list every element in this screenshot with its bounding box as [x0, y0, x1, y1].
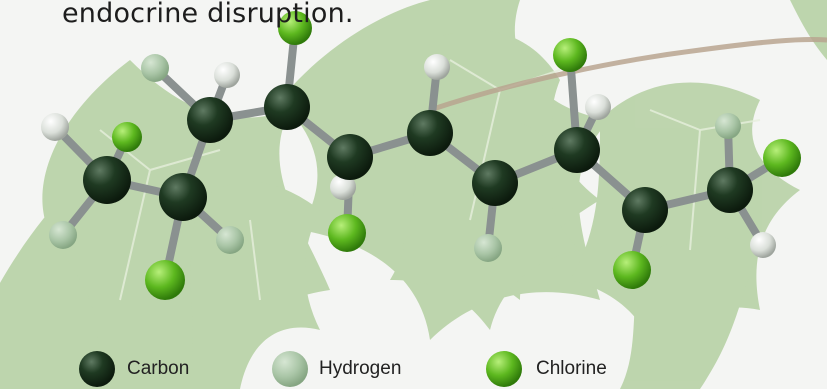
hydrogen-atom — [330, 174, 356, 200]
carbon-atom — [622, 187, 668, 233]
molecule-atoms — [41, 11, 801, 300]
vine-stem — [429, 36, 827, 113]
hydrogen-swatch — [272, 351, 308, 387]
carbon-atom — [187, 97, 233, 143]
carbon-atom — [472, 160, 518, 206]
carbon-atom — [554, 127, 600, 173]
carbon-atom — [264, 84, 310, 130]
chlorine-atom — [328, 214, 366, 252]
carbon-atom — [159, 173, 207, 221]
carbon-atom — [327, 134, 373, 180]
legend-swatches — [79, 351, 522, 387]
carbon-atom — [407, 110, 453, 156]
chlorine-swatch — [486, 351, 522, 387]
chlorine-atom — [553, 38, 587, 72]
carbon-swatch — [79, 351, 115, 387]
chlorine-atom — [112, 122, 142, 152]
carbon-atom — [707, 167, 753, 213]
hydrogen-atom — [585, 94, 611, 120]
hydrogen-atom — [216, 226, 244, 254]
hydrogen-atom — [715, 113, 741, 139]
chlorine-atom — [278, 11, 312, 45]
hydrogen-atom — [49, 221, 77, 249]
chlorine-atom — [145, 260, 185, 300]
hydrogen-atom — [214, 62, 240, 88]
chlorine-atom — [763, 139, 801, 177]
carbon-atom — [83, 156, 131, 204]
hydrogen-atom — [424, 54, 450, 80]
caption-text: endocrine disruption. — [62, 0, 354, 29]
hydrogen-atom — [474, 234, 502, 262]
hydrogen-atom — [750, 232, 776, 258]
hydrogen-atom — [41, 113, 69, 141]
chlorine-atom — [613, 251, 651, 289]
hydrogen-atom — [141, 54, 169, 82]
